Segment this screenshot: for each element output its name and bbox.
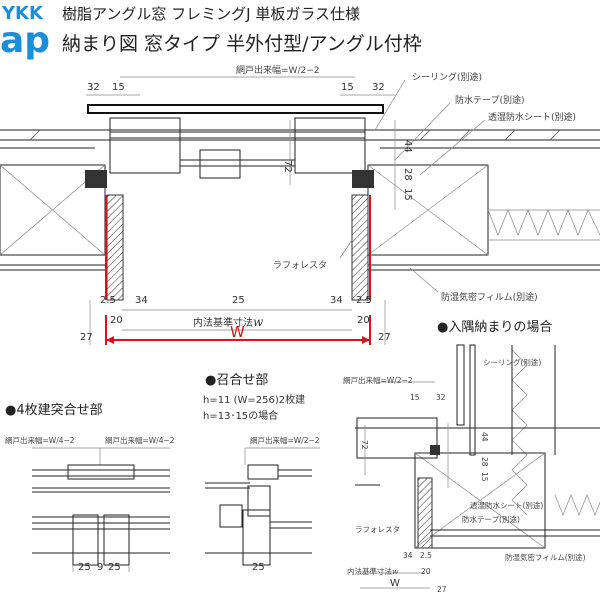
corner-section-drawing — [355, 344, 600, 589]
four-panel-dim-9: 9 — [97, 562, 103, 573]
dim-20-right: 20 — [357, 315, 370, 326]
dim-25-center: 25 — [232, 295, 245, 306]
corner-dim-27: 27 — [437, 585, 447, 594]
corner-heading: ●入隅納まりの場合 — [437, 320, 552, 335]
corner-dim-2-5: 2.5 — [420, 551, 432, 560]
inner-dimension-label: 内法基準寸法w — [193, 315, 264, 329]
dim-28: 28 — [402, 168, 413, 181]
dim-34-right: 34 — [330, 295, 343, 306]
corner-dim-15-vertical: 15 — [480, 472, 489, 482]
corner-dim-72: 72 — [360, 440, 369, 450]
logo-bottom: ap — [0, 20, 50, 61]
title-line1: 樹脂アングル窓 フレミングJ 単板ガラス仕様 — [62, 5, 360, 23]
meeting-rail-drawing — [205, 447, 320, 566]
four-panel-dim-25-left: 25 — [78, 562, 91, 573]
corner-dim-28: 28 — [480, 457, 489, 467]
corner-dim-34: 34 — [403, 551, 413, 560]
four-panel-screen-width-left: 網戸出来幅=W/4−2 — [5, 435, 75, 445]
corner-screen-width: 網戸出来幅=W/2−2 — [343, 375, 413, 385]
meeting-heading: ●召合せ部 — [205, 373, 268, 388]
label-laforesta: ラフォレスタ — [273, 260, 327, 271]
four-panel-heading: ●4枚建突合せ部 — [5, 402, 103, 418]
dim-34-left: 34 — [135, 295, 148, 306]
corner-label-sealing: シーリング(別途) — [483, 357, 541, 367]
label-breathable-sheet: 透湿防水シート(別途) — [488, 111, 576, 123]
label-sealing: シーリング(別途) — [412, 71, 482, 83]
corner-dim-44: 44 — [480, 432, 489, 442]
screen-width-label: 網戸出来幅=W/2−2 — [236, 64, 319, 76]
dim-2-5-right: 2.5 — [356, 295, 372, 306]
corner-dim-15: 15 — [410, 393, 420, 402]
corner-dim-W: W — [390, 578, 400, 589]
dim-27-right: 27 — [378, 332, 391, 343]
corner-label-laforesta: ラフォレスタ — [355, 525, 400, 534]
dim-32-right: 32 — [372, 82, 385, 93]
label-vapor-film: 防湿気密フィルム(別途) — [441, 291, 538, 303]
corner-label-breathable-sheet: 透湿防水シート(別途) — [470, 500, 543, 510]
dim-W: W — [230, 323, 245, 341]
ykk-ap-logo: YKK ap — [0, 3, 50, 61]
corner-inner-dimension: 内法基準寸法w — [347, 566, 399, 576]
title-line2: 納まり図 窓タイプ 半外付型/アングル付枠 — [62, 33, 422, 55]
dim-44: 44 — [402, 140, 413, 153]
corner-label-waterproof-tape: 防水テープ(別途) — [462, 514, 520, 524]
dim-15-right: 15 — [341, 82, 354, 93]
dim-2-5-left: 2.5 — [100, 295, 116, 306]
four-panel-drawing — [32, 447, 170, 572]
main-section-drawing — [0, 76, 600, 345]
meeting-note-1: h=11 (W=256)2枚建 — [203, 393, 305, 406]
meeting-dim-25: 25 — [252, 562, 265, 573]
label-waterproof-tape: 防水テープ(別途) — [455, 94, 524, 106]
dim-15-left: 15 — [112, 82, 125, 93]
dim-32-left: 32 — [87, 82, 100, 93]
meeting-screen-width: 網戸出来幅=W/2−2 — [250, 435, 320, 445]
corner-dim-32: 32 — [436, 393, 446, 402]
meeting-note-2: h=13･15の場合 — [203, 409, 278, 422]
logo-top: YKK — [1, 3, 44, 24]
dim-15-vertical: 15 — [402, 188, 413, 201]
four-panel-dim-25-right: 25 — [108, 562, 121, 573]
dim-72: 72 — [282, 160, 293, 173]
corner-label-vapor-film: 防湿気密フィルム(別途) — [505, 552, 586, 562]
corner-dim-20: 20 — [421, 567, 431, 576]
four-panel-screen-width-right: 網戸出来幅=W/4−2 — [105, 435, 175, 445]
dim-20-left: 20 — [110, 315, 123, 326]
dim-27-left: 27 — [80, 332, 93, 343]
